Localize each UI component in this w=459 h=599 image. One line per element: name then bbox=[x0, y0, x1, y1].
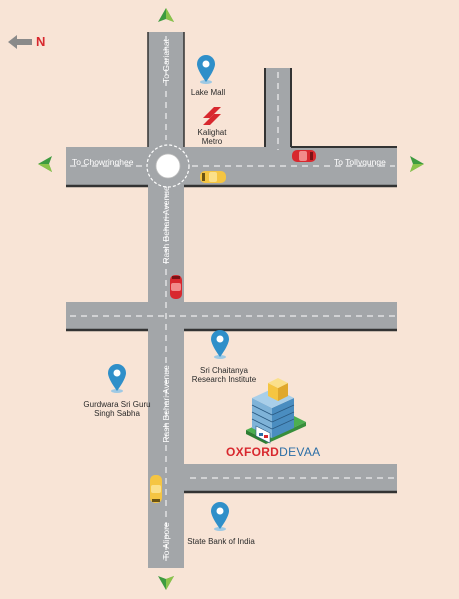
north-arrow-icon bbox=[8, 35, 32, 49]
taxi-icon bbox=[150, 475, 162, 503]
brand-name-part1: OXFORD bbox=[226, 445, 280, 459]
oxford-devaa-building-icon bbox=[246, 378, 306, 444]
lake-mall-pin-icon bbox=[197, 55, 215, 84]
chowringhee-tollygunge-road bbox=[66, 147, 397, 186]
label-state-bank-of-india: State Bank of India bbox=[187, 537, 255, 546]
label-kalighat-metro-line2: Metro bbox=[201, 137, 223, 146]
north-indicator: N bbox=[8, 34, 52, 50]
direction-arrow-east-icon bbox=[410, 156, 424, 172]
brand-name-part2: DEVAA bbox=[279, 445, 321, 459]
project-brand: OXFORDDEVAA bbox=[226, 445, 320, 459]
direction-arrow-north-icon bbox=[158, 8, 174, 22]
label-lake-mall: Lake Mall bbox=[190, 88, 226, 97]
roundabout-island bbox=[155, 153, 181, 179]
sbi-pin-icon bbox=[211, 502, 229, 531]
car-icon bbox=[170, 275, 182, 299]
direction-arrow-west-icon bbox=[38, 156, 52, 172]
gurdwara-pin-icon bbox=[108, 364, 126, 393]
lane-markings bbox=[70, 36, 395, 564]
label-to-chowringhee: To Chowringhee bbox=[72, 157, 134, 167]
sri-chaitanya-pin-icon bbox=[211, 330, 229, 359]
label-to-alipore: To Alipore bbox=[161, 522, 171, 560]
direction-arrow-south-icon bbox=[158, 576, 174, 590]
label-to-tollygunge: To Tollygunge bbox=[334, 157, 386, 167]
label-gurdwara-line1: Gurdwara Sri Guru bbox=[83, 400, 151, 409]
metro-icon bbox=[203, 107, 221, 125]
label-rash-behari-avenue-lower: Rash Behari Avenue bbox=[161, 365, 171, 443]
north-label: N bbox=[36, 34, 46, 49]
taxi-icon bbox=[200, 171, 226, 183]
label-gurdwara-line2: Singh Sabha bbox=[94, 409, 140, 418]
label-sri-chaitanya-line1: Sri Chaitanya bbox=[199, 366, 249, 375]
car-icon bbox=[292, 150, 316, 162]
middle-cross-road bbox=[66, 302, 397, 330]
label-to-gariahat: To Gariahat bbox=[161, 39, 171, 83]
label-rash-behari-avenue-upper: Rash Behari Avenue bbox=[161, 186, 171, 264]
label-kalighat-metro-line1: Kalighat bbox=[197, 128, 227, 137]
label-sri-chaitanya-line2: Research Institute bbox=[191, 375, 257, 384]
